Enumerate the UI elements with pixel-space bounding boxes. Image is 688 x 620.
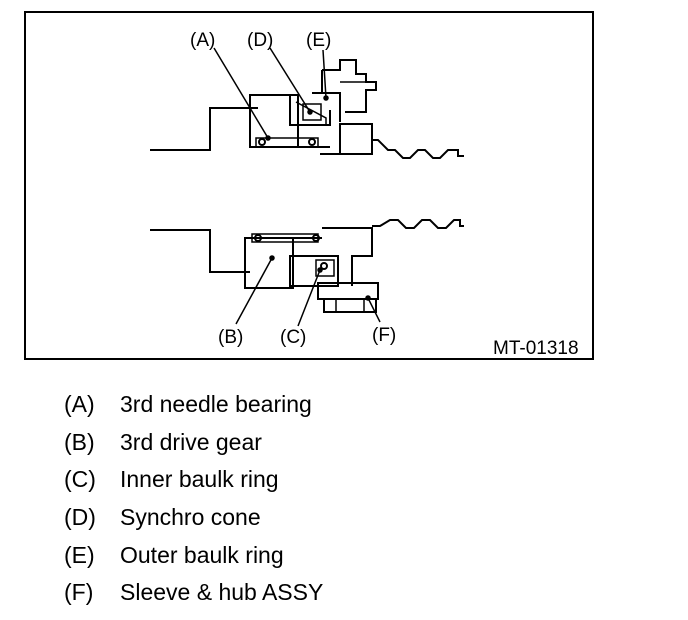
legend-list: (A) 3rd needle bearing (B) 3rd drive gea… bbox=[64, 386, 323, 612]
callout-a: (A) bbox=[190, 30, 215, 51]
legend-key: (C) bbox=[64, 466, 96, 493]
legend-key: (A) bbox=[64, 391, 95, 418]
shaft-lower-profile bbox=[150, 219, 464, 313]
callout-b: (B) bbox=[218, 327, 243, 348]
callout-d: (D) bbox=[247, 30, 273, 51]
callout-e: (E) bbox=[306, 30, 331, 51]
legend-label: 3rd needle bearing bbox=[120, 391, 312, 418]
legend-label: Inner baulk ring bbox=[120, 466, 279, 493]
legend-item-e: (E) Outer baulk ring bbox=[64, 536, 323, 574]
legend-key: (D) bbox=[64, 504, 96, 531]
shaft-upper-profile bbox=[150, 59, 464, 159]
callout-f: (F) bbox=[372, 325, 396, 346]
legend-item-d: (D) Synchro cone bbox=[64, 499, 323, 537]
cross-section-diagram: (A) (D) (E) (B) (C) (F) MT-01318 bbox=[24, 11, 594, 360]
legend-item-a: (A) 3rd needle bearing bbox=[64, 386, 323, 424]
legend-key: (E) bbox=[64, 541, 95, 568]
legend-item-f: (F) Sleeve & hub ASSY bbox=[64, 574, 323, 612]
figure-frame bbox=[24, 11, 594, 360]
legend-label: Sleeve & hub ASSY bbox=[120, 579, 324, 606]
legend-item-c: (C) Inner baulk ring bbox=[64, 461, 323, 499]
callout-c: (C) bbox=[280, 327, 306, 348]
legend-key: (F) bbox=[64, 579, 94, 606]
legend-key: (B) bbox=[64, 428, 95, 455]
legend-label: Synchro cone bbox=[120, 504, 261, 531]
legend-label: Outer baulk ring bbox=[120, 541, 284, 568]
legend-item-b: (B) 3rd drive gear bbox=[64, 424, 323, 462]
leader-lines bbox=[213, 47, 381, 327]
legend-label: 3rd drive gear bbox=[120, 428, 262, 455]
figure-code: MT-01318 bbox=[493, 338, 579, 359]
